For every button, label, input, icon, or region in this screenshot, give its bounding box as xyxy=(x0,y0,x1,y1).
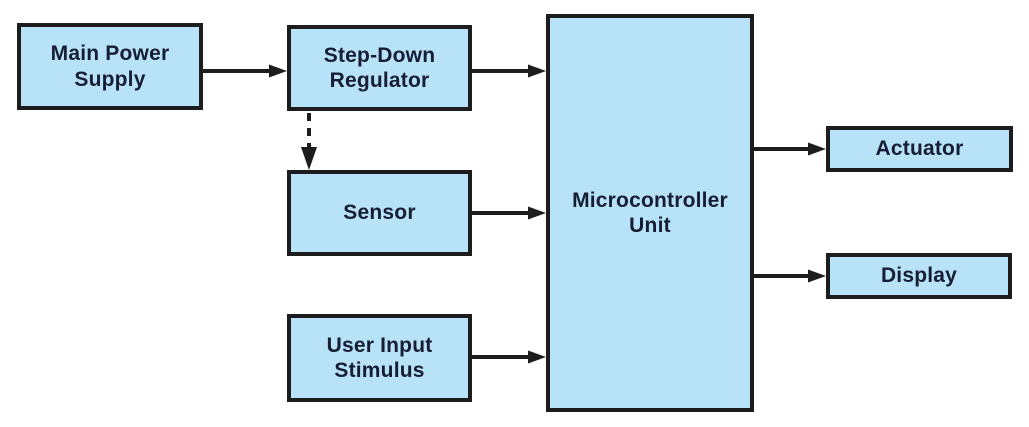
edge-microcontroller-unit-to-actuator xyxy=(754,142,826,156)
edge-step-down-regulator-to-sensor xyxy=(301,113,317,170)
node-user-input-stimulus: User Input Stimulus xyxy=(287,314,472,402)
edge-main-power-supply-to-step-down-regulator xyxy=(203,64,287,78)
edge-user-input-stimulus-to-microcontroller-unit xyxy=(472,350,546,364)
node-sensor-label: Sensor xyxy=(343,201,416,225)
node-step-down-regulator: Step-Down Regulator xyxy=(287,25,472,111)
node-actuator-label: Actuator xyxy=(875,137,964,161)
node-microcontroller-unit: Microcontroller Unit xyxy=(546,14,754,412)
edge-step-down-regulator-to-microcontroller-unit xyxy=(472,64,546,78)
node-user-input-stimulus-label: User Input Stimulus xyxy=(326,333,433,382)
edge-sensor-to-microcontroller-unit xyxy=(472,206,546,220)
node-main-power-supply-label: Main Power Supply xyxy=(50,42,170,91)
node-sensor: Sensor xyxy=(287,170,472,256)
node-actuator: Actuator xyxy=(826,126,1013,172)
node-display: Display xyxy=(826,253,1012,299)
node-step-down-regulator-label: Step-Down Regulator xyxy=(323,43,436,92)
node-microcontroller-unit-label: Microcontroller Unit xyxy=(572,188,728,237)
edge-microcontroller-unit-to-display xyxy=(754,269,826,283)
node-main-power-supply: Main Power Supply xyxy=(17,23,203,110)
node-display-label: Display xyxy=(880,264,958,288)
